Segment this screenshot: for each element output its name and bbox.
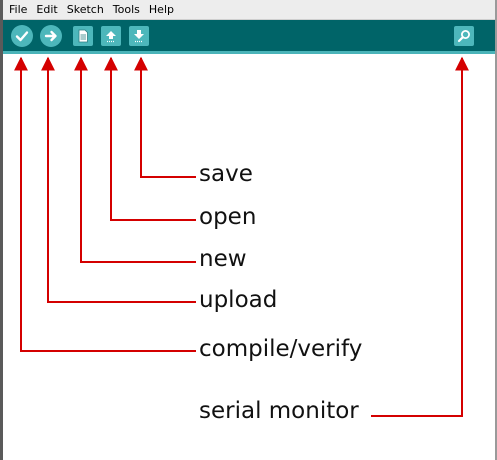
menu-tools[interactable]: Tools [112,2,140,16]
save-arrow [134,56,196,178]
new-arrow [74,56,196,263]
serial-monitor-button[interactable] [454,26,474,46]
verify-button[interactable] [11,25,33,47]
menu-bar: File Edit Sketch Tools Help [3,0,495,20]
magnifier-icon [457,30,470,43]
open-arrow [104,56,196,221]
compile-arrow [14,56,196,352]
label-new: new [199,246,247,272]
label-serial-monitor: serial monitor [199,398,359,424]
arrow-right-icon [44,30,57,42]
arrow-up-icon [106,31,116,43]
annotation-arrows [14,56,469,417]
menu-edit[interactable]: Edit [36,2,58,16]
label-upload: upload [199,287,278,313]
upload-button[interactable] [40,25,62,47]
label-open: open [199,204,257,230]
arrow-down-icon [134,30,144,43]
menu-sketch[interactable]: Sketch [66,2,104,16]
toolbar [3,20,495,54]
new-button[interactable] [73,26,93,46]
upload-arrow [41,56,196,303]
save-button[interactable] [129,26,149,46]
label-save: save [199,161,253,187]
label-compile-verify: compile/verify [199,336,363,362]
open-button[interactable] [101,26,121,46]
checkmark-icon [15,31,29,42]
document-icon [78,29,88,43]
serial-monitor-arrow [371,56,469,417]
menu-help[interactable]: Help [148,2,174,16]
menu-file[interactable]: File [9,2,28,16]
